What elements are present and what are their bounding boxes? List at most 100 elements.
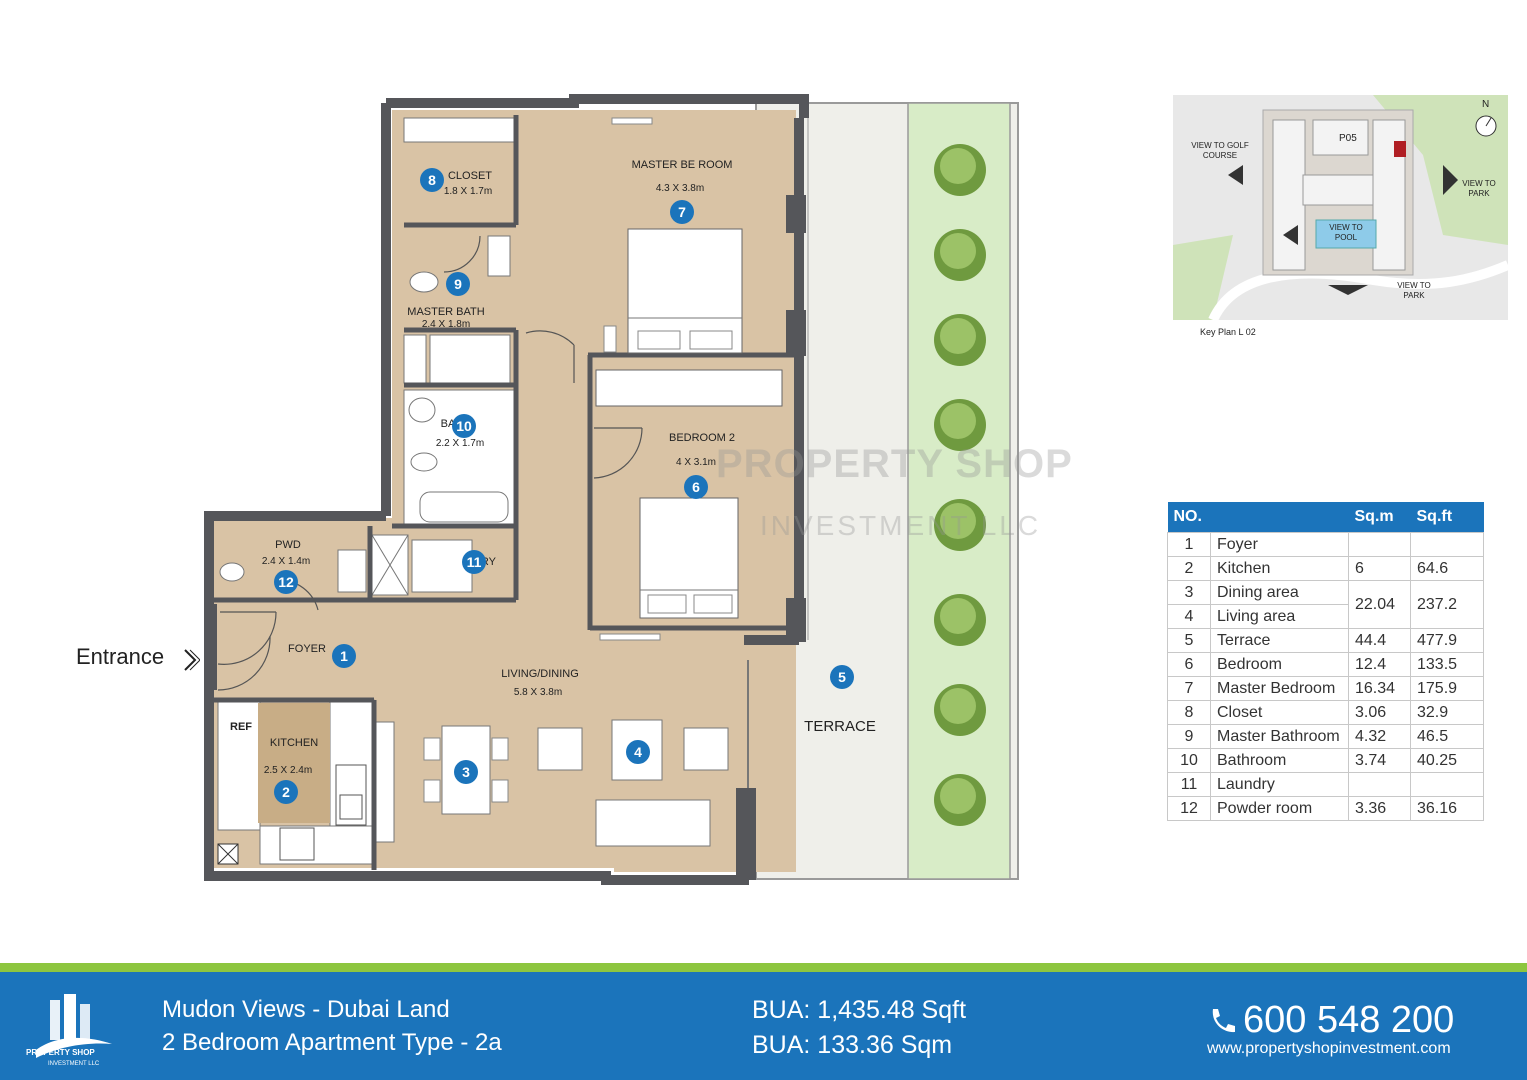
row-no: 11: [1167, 772, 1211, 797]
table-row: 1 Foyer: [1167, 532, 1484, 557]
room-marker-dining: 3: [454, 760, 478, 784]
row-name: Closet: [1210, 700, 1349, 725]
row-sqm: 3.36: [1348, 796, 1411, 821]
area-table: NO. Sq.m Sq.ft 1 Foyer 2 Kitchen 6 64.6 …: [1167, 502, 1484, 821]
planter-strip: [907, 102, 1011, 880]
row-name: Master Bedroom: [1210, 676, 1349, 701]
room-dim-pwd: 2.4 X 1.4m: [261, 556, 311, 567]
table-row: 11 Laundry: [1167, 772, 1484, 797]
key-plan: N P05 VIEW TO GOLF COURSE VIEW TO PARK V…: [1173, 95, 1510, 323]
row-sqft: 36.16: [1410, 796, 1484, 821]
header-sqft: Sq.ft: [1410, 502, 1484, 533]
row-name: Dining area: [1210, 580, 1349, 605]
key-plan-view-golf: VIEW TO GOLF COURSE: [1191, 141, 1249, 160]
room-name-master-bedroom: MASTER BE ROOM: [631, 159, 733, 171]
row-no: 2: [1167, 556, 1211, 581]
key-plan-block: P05: [1339, 133, 1357, 144]
row-sqm: 6: [1348, 556, 1411, 581]
header-no: NO.: [1167, 502, 1349, 533]
row-no: 8: [1167, 700, 1211, 725]
row-sqft: 477.9: [1410, 628, 1484, 653]
room-dim-master-bath: 2.4 X 1.8m: [421, 319, 471, 330]
row-no: 3: [1167, 580, 1211, 605]
row-name: Bedroom: [1210, 652, 1349, 677]
entrance-arrow-icon: [182, 648, 201, 678]
table-row: 7 Master Bedroom 16.34 175.9: [1167, 676, 1484, 701]
inner-walls: [214, 115, 800, 870]
dining-table: [441, 725, 491, 815]
room-name-bath: BA: [440, 418, 456, 430]
row-sqm: 44.4: [1348, 628, 1411, 653]
watermark-line1: PROPERTY SHOP: [716, 442, 1073, 486]
table-row: 3 Dining area 22.04 237.2: [1167, 580, 1484, 629]
footer-accent-bar: [0, 963, 1527, 972]
table-row: 12 Powder room 3.36 36.16: [1167, 796, 1484, 821]
row-no: 4: [1167, 604, 1211, 629]
key-plan-caption: Key Plan L 02: [1200, 327, 1256, 337]
room-name-master-bath: MASTER BATH: [407, 306, 485, 318]
phone-number[interactable]: 600 548 200: [1243, 999, 1455, 1041]
phone-icon: [1207, 1006, 1237, 1041]
table-row: 4 Living area: [1167, 604, 1484, 629]
row-sqft: [1410, 772, 1484, 797]
room-name-living: LIVING/DINING: [501, 668, 579, 680]
key-plan-north: N: [1482, 99, 1490, 110]
row-name: Living area: [1210, 604, 1349, 629]
row-sqm: 12.4: [1348, 652, 1411, 677]
room-marker-master-bath: 9: [446, 272, 470, 296]
room-dim-bedroom2: 4 X 3.1m: [675, 457, 717, 468]
row-sqft: 46.5: [1410, 724, 1484, 749]
table-header-row: NO. Sq.m Sq.ft: [1167, 502, 1484, 533]
bua-sqm: BUA: 133.36 Sqm: [752, 1031, 953, 1059]
row-sqm: 4.32: [1348, 724, 1411, 749]
row-name: Laundry: [1210, 772, 1349, 797]
table-row: 6 Bedroom 12.4 133.5: [1167, 652, 1484, 677]
room-dim-kitchen: 2.5 X 2.4m: [263, 765, 313, 776]
room-dim-bath: 2.2 X 1.7m: [435, 438, 485, 449]
row-sqft: 133.5: [1410, 652, 1484, 677]
project-title: Mudon Views - Dubai Land: [162, 996, 450, 1023]
row-no: 9: [1167, 724, 1211, 749]
key-plan-view-park-bottom: VIEW TO PARK: [1397, 281, 1431, 300]
company-logo: [36, 994, 112, 1058]
table-row: 10 Bathroom 3.74 40.25: [1167, 748, 1484, 773]
room-name-pwd: PWD: [275, 539, 301, 551]
key-plan-view-pool: VIEW TO POOL: [1329, 223, 1363, 242]
row-no: 5: [1167, 628, 1211, 653]
key-plan-map: [1173, 95, 1510, 323]
room-marker-living: 4: [626, 740, 650, 764]
row-name: Bathroom: [1210, 748, 1349, 773]
apartment-type: 2 Bedroom Apartment Type - 2a: [162, 1029, 502, 1056]
room-marker-bedroom2: 6: [684, 475, 708, 499]
row-name: Powder room: [1210, 796, 1349, 821]
table-row: 2 Kitchen 6 64.6: [1167, 556, 1484, 581]
room-dim-master-bedroom: 4.3 X 3.8m: [655, 183, 705, 194]
room-marker-kitchen: 2: [274, 780, 298, 804]
key-plan-view-park-right: VIEW TO PARK: [1462, 179, 1496, 198]
planter-trees: [934, 144, 986, 826]
floor-plan: [204, 94, 1019, 885]
table-row: 8 Closet 3.06 32.9: [1167, 700, 1484, 725]
table-row: 9 Master Bathroom 4.32 46.5: [1167, 724, 1484, 749]
row-name: Foyer: [1210, 532, 1349, 557]
logo-name: PROPERTY SHOP: [26, 1048, 95, 1057]
website-link[interactable]: www.propertyshopinvestment.com: [1207, 1040, 1451, 1057]
row-sqft: 175.9: [1410, 676, 1484, 701]
ref-label: REF: [230, 721, 252, 733]
room-marker-bath: 10: [452, 414, 476, 438]
entrance-label: Entrance: [76, 644, 165, 669]
room-name-foyer: FOYER: [288, 643, 326, 655]
room-marker-pwd: 12: [274, 570, 298, 594]
room-name-closet: CLOSET: [447, 170, 493, 182]
row-sqm: 16.34: [1348, 676, 1411, 701]
room-marker-master-bedroom: 7: [670, 200, 694, 224]
watermark-line2: INVESTMENT LLC: [760, 510, 1042, 541]
row-sqm: [1348, 532, 1411, 557]
row-no: 7: [1167, 676, 1211, 701]
row-sqm: [1348, 772, 1411, 797]
row-no: 6: [1167, 652, 1211, 677]
room-marker-terrace: 5: [830, 665, 854, 689]
row-name: Kitchen: [1210, 556, 1349, 581]
logo-subtitle: INVESTMENT LLC: [48, 1061, 100, 1067]
row-sqft: 40.25: [1410, 748, 1484, 773]
